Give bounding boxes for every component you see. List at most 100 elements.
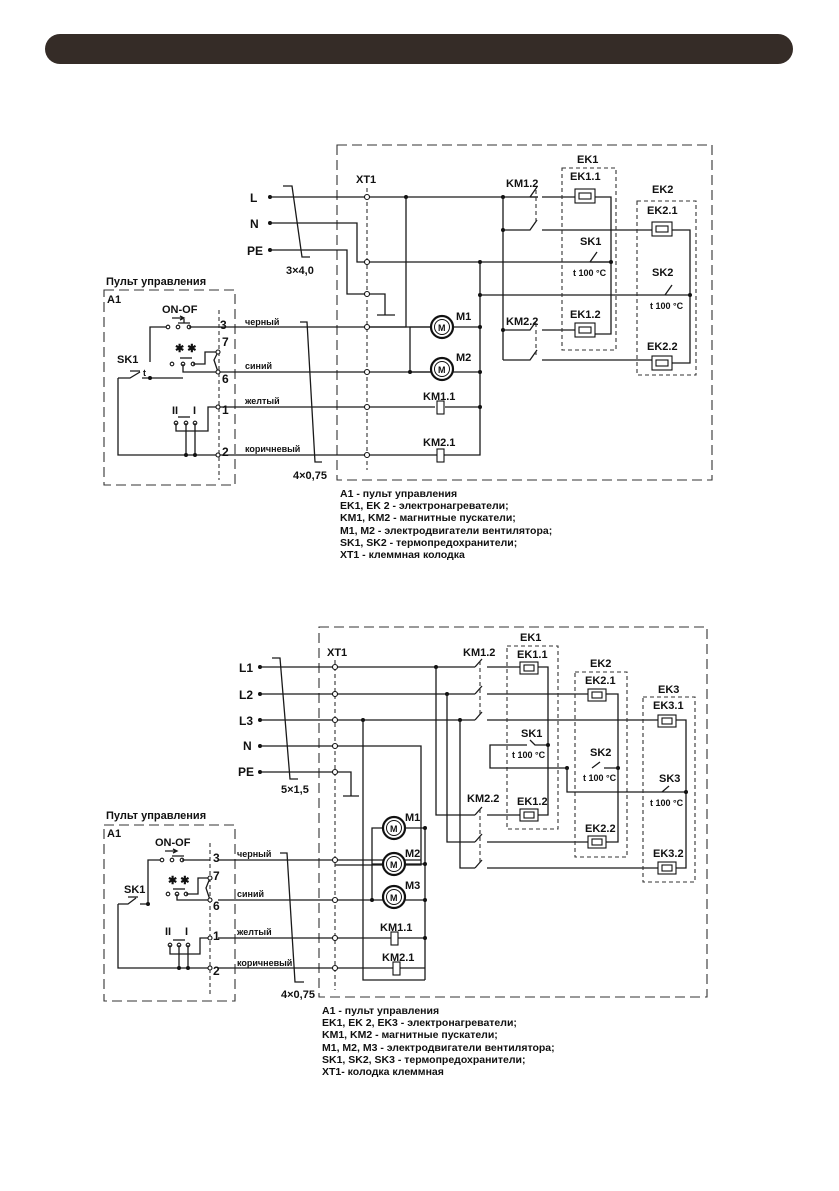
heater-group-ek3-label: EK3	[658, 684, 679, 696]
heater-group-ek1	[506, 645, 559, 830]
pin-7: 7	[213, 869, 220, 883]
supply-l-label: L	[250, 191, 257, 205]
heater-ek2-1-label: EK2.1	[647, 205, 678, 217]
panel-id: A1	[107, 294, 121, 306]
fan-mode-symbol: ✱ ✱	[175, 343, 197, 355]
heater-ek2-1	[651, 221, 673, 237]
contact-km1-2-label: KM1.2	[506, 178, 538, 190]
pin-1: 1	[213, 929, 220, 943]
motor-m2-glyph: M	[438, 365, 446, 375]
on-off-switch-label: ON-OF	[162, 304, 198, 316]
pin-6: 6	[213, 899, 220, 913]
coil-km2-1-label: KM2.1	[423, 437, 455, 449]
coil-km2-1-label: KM2.1	[382, 952, 414, 964]
terminal-block-label: XT1	[356, 174, 376, 186]
supply-n-label: N	[250, 217, 259, 231]
heater-group-ek2-label: EK2	[590, 658, 611, 670]
pin-3: 3	[213, 851, 220, 865]
motor-m1-label: M1	[405, 812, 420, 824]
wire-yellow-label: желтый	[236, 927, 272, 937]
contact-km2-2-label: KM2.2	[467, 793, 499, 805]
fan-mode-symbol: ✱ ✱	[168, 875, 190, 887]
heater-ek2-2-label: EK2.2	[585, 823, 616, 835]
heater-ek1-2	[519, 808, 539, 822]
thermostat-sk3-temp: t 100 °C	[650, 798, 684, 808]
unit-enclosure	[318, 626, 708, 998]
supply-n-label: N	[243, 739, 252, 753]
legend-item: EK1, EK 2 - электронагреватели;	[340, 500, 509, 513]
heater-group-ek3	[642, 696, 696, 883]
coil-km1-1-label: KM1.1	[380, 922, 412, 934]
unit-enclosure	[336, 144, 713, 481]
wire-brown-label: коричневый	[245, 444, 300, 454]
motor-m3-label: M3	[405, 880, 420, 892]
supply-l1-label: L1	[239, 661, 253, 675]
control-panel-enclosure	[103, 289, 236, 486]
motor-m2: M	[381, 851, 407, 877]
legend-diagram1: A1 - пульт управления EK1, EK 2 - электр…	[340, 488, 552, 561]
thermostat-sk2-temp: t 100 °C	[583, 773, 617, 783]
legend-diagram2: A1 - пульт управления EK1, EK 2, EK3 - э…	[322, 1005, 555, 1078]
svg-text:t: t	[143, 368, 146, 378]
legend-item: M1, M2, M3 - электродвигатели вентилятор…	[322, 1041, 555, 1054]
wiring-diagram-three-phase: Пульт управления A1 L1 L2 L3 N PE 5×1,5 …	[103, 626, 708, 1002]
thermostat-sk1-label: SK1	[521, 728, 542, 740]
heater-ek3-1-label: EK3.1	[653, 700, 684, 712]
mode-switch-ii-label: II	[165, 926, 171, 938]
heater-ek1-2	[574, 322, 596, 338]
thermostat-sk1-label: SK1	[580, 236, 601, 248]
heater-group-ek1-label: EK1	[577, 154, 598, 166]
mode-switch-ii-label: II	[172, 405, 178, 417]
legend-item: M1, M2 - электродвигатели вентилятора;	[340, 524, 553, 537]
motor-m1-label: M1	[456, 311, 471, 323]
heater-ek1-1-label: EK1.1	[570, 171, 601, 183]
wire-black-label: черный	[237, 849, 271, 859]
legend-item: A1 - пульт управления	[340, 488, 458, 500]
wiring-diagram-single-phase: Пульт управления A1 L N PE 3×4,0 XT1 KM1…	[103, 144, 713, 486]
heater-ek1-1	[519, 661, 539, 675]
heater-group-ek2-label: EK2	[652, 184, 673, 196]
legend-item: A1 - пульт управления	[322, 1005, 440, 1017]
pin-7: 7	[222, 335, 229, 349]
heater-ek3-2-label: EK3.2	[653, 848, 684, 860]
wire-yellow-label: желтый	[244, 396, 280, 406]
heater-group-ek2	[574, 671, 628, 858]
wire-blue-label: синий	[245, 361, 272, 371]
on-off-switch-label: ON-OF	[155, 837, 191, 849]
control-panel-enclosure	[103, 824, 236, 1002]
coil-km2-1	[392, 961, 401, 976]
motor-m1-glyph: M	[390, 824, 398, 834]
motor-m3: M	[381, 884, 407, 910]
thermostat-sk1-temp: t 100 °C	[573, 268, 607, 278]
motor-m2-glyph: M	[390, 860, 398, 870]
mode-switch-i-label: I	[185, 926, 188, 938]
coil-km2-1	[436, 448, 445, 463]
pin-3: 3	[220, 318, 227, 332]
heater-ek1-2-label: EK1.2	[570, 309, 601, 321]
pin-2: 2	[222, 445, 229, 459]
motor-m1: M	[381, 815, 407, 841]
heater-group-ek2	[636, 200, 697, 376]
motor-m1-glyph: M	[438, 323, 446, 333]
legend-item: SK1, SK2, SK3 - термопредохранители;	[322, 1053, 526, 1066]
wire-blue-label: синий	[237, 889, 264, 899]
supply-cable-label: 3×4,0	[286, 265, 314, 277]
heater-ek2-1-label: EK2.1	[585, 675, 616, 687]
heater-group-ek1	[561, 167, 617, 351]
supply-pe-label: PE	[238, 765, 254, 779]
thermostat-sk1-temp: t 100 °C	[512, 750, 546, 760]
wire-black-label: черный	[245, 317, 279, 327]
pin-2: 2	[213, 964, 220, 978]
supply-l2-label: L2	[239, 688, 253, 702]
thermostat-sk2-label: SK2	[652, 267, 673, 279]
heater-group-ek1-label: EK1	[520, 632, 541, 644]
heater-ek2-2-label: EK2.2	[647, 341, 678, 353]
panel-thermostat-label: SK1	[124, 884, 145, 896]
motor-m2: M	[429, 356, 455, 382]
control-cable-label: 4×0,75	[293, 470, 327, 482]
heater-ek3-2	[657, 861, 677, 875]
pin-6: 6	[222, 372, 229, 386]
legend-item: KM1, KM2 - магнитные пускатели;	[322, 1029, 498, 1042]
thermostat-sk2-label: SK2	[590, 747, 611, 759]
motor-m1: M	[429, 314, 455, 340]
